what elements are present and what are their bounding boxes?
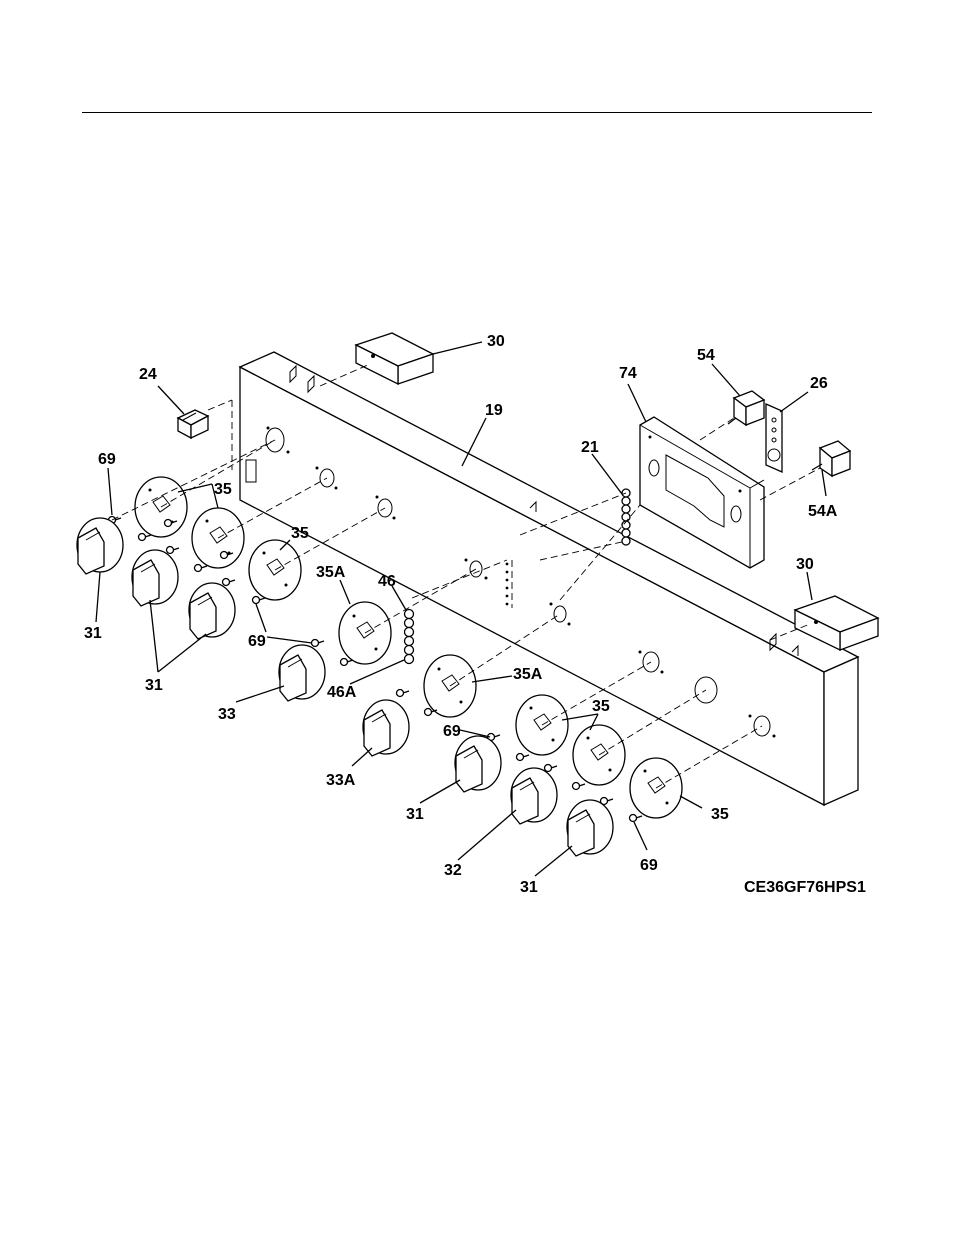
switch-54a [811,440,852,478]
callout-46a: 46A [327,684,357,701]
control-panel-19 [238,351,860,807]
callout-24: 24 [139,366,157,383]
callout-35-d: 35 [711,806,729,823]
callout-33a: 33A [326,772,356,789]
bracket-30-top [354,332,435,386]
callout-31-c: 31 [406,806,424,823]
knob-33a [362,699,410,757]
callout-31-a: 31 [84,625,102,642]
switch-54 [727,390,766,427]
knob-32 [510,767,558,825]
callout-30-top: 30 [487,333,505,350]
knobs [76,517,614,857]
callout-19: 19 [485,402,503,419]
knob-31-1 [76,517,124,575]
callout-26: 26 [810,375,828,392]
assembly-lines [111,363,821,789]
callout-69-c: 69 [443,723,461,740]
knob-31-4 [454,735,502,793]
model-code: CE36GF76HPS1 [744,879,866,896]
callout-35-a: 35 [214,481,232,498]
callout-32: 32 [444,862,462,879]
knob-33 [278,644,326,702]
callout-69-b: 69 [248,633,266,650]
bracket-30-right [793,595,880,652]
callout-33: 33 [218,706,236,723]
callout-labels: 30 24 19 74 54 26 21 54A 69 35 35 31 31 … [84,333,866,896]
callout-54: 54 [697,347,715,364]
callout-69-d: 69 [640,857,658,874]
callout-31-b: 31 [145,677,163,694]
callout-35a-b: 35A [513,666,543,683]
led-bar-21 [621,488,631,546]
board-26 [765,403,783,473]
callout-46: 46 [378,573,396,590]
callout-69-a: 69 [98,451,116,468]
callout-54a: 54A [808,503,838,520]
header-rule [82,112,872,113]
callout-31-d: 31 [520,879,538,896]
knob-31-3 [188,582,236,640]
knob-31-2 [131,549,179,607]
callout-35a-a: 35A [316,564,346,581]
rocker-switch-24 [176,409,210,440]
callout-30-right: 30 [796,556,814,573]
leader-lines [95,341,827,877]
callout-35-b: 35 [291,525,309,542]
knob-31-5 [566,799,614,857]
bracket-74 [639,416,765,569]
callout-74: 74 [619,365,637,382]
callout-35-c: 35 [592,698,610,715]
callout-21: 21 [581,439,599,456]
led-46 [403,608,415,665]
